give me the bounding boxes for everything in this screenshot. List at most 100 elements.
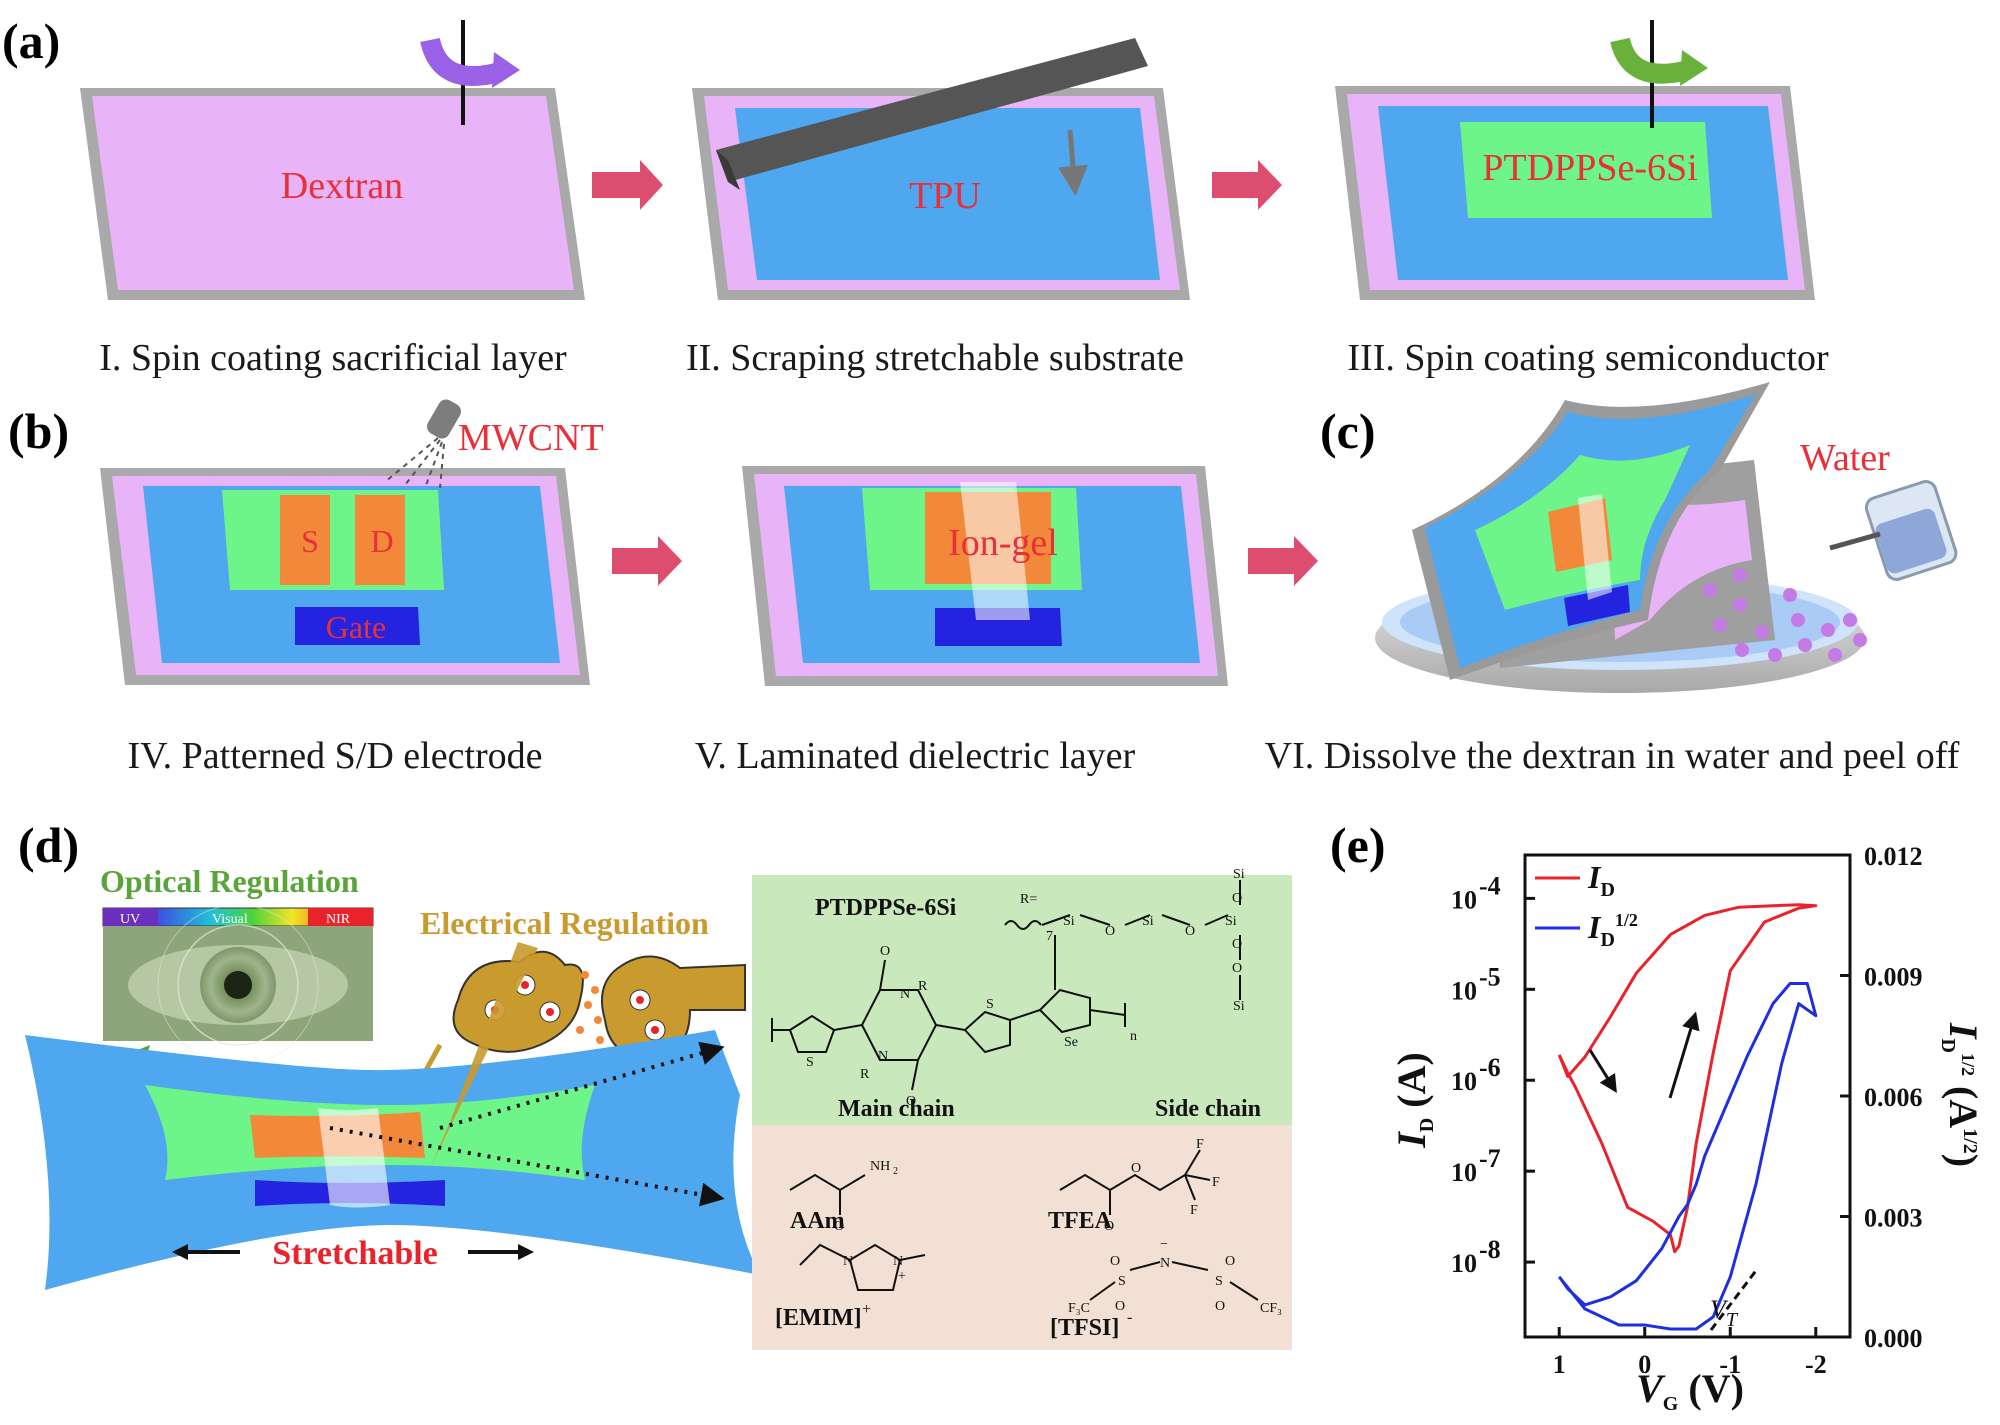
- svg-text:N: N: [878, 1049, 888, 1064]
- polymer-atom-labels: N N R R O O S S Se n 7 Si Si Si Si Si O …: [806, 867, 1245, 1109]
- svg-text:N: N: [1160, 1256, 1170, 1271]
- svg-text:O: O: [1225, 1254, 1235, 1269]
- svg-text:O: O: [1115, 1299, 1125, 1314]
- svg-text:O: O: [906, 1094, 916, 1109]
- stretchable-label: Stretchable: [272, 1235, 438, 1272]
- tfea-label: TFEA: [1048, 1208, 1113, 1234]
- svg-text:O: O: [1232, 937, 1242, 952]
- gate-label: Gate: [326, 609, 386, 645]
- svg-text:2: 2: [893, 1166, 898, 1177]
- y-left-tick-exponent: -4: [1479, 871, 1501, 900]
- svg-text:O: O: [1232, 961, 1242, 976]
- step3-caption: III. Spin coating semiconductor: [1347, 337, 1829, 379]
- svg-text:N: N: [900, 987, 910, 1002]
- step3-substrate: [1335, 20, 1815, 300]
- drain-label: D: [370, 523, 393, 559]
- electrical-regulation-title: Electrical Regulation: [420, 905, 709, 941]
- emim-label: [EMIM]: [775, 1305, 862, 1331]
- step2-substrate: [692, 38, 1190, 300]
- y-right-tick-label: 0.000: [1864, 1324, 1923, 1353]
- main-chain-label: Main chain: [838, 1096, 955, 1122]
- panel-label-b: (b): [8, 403, 69, 459]
- svg-text:Si: Si: [1063, 914, 1075, 929]
- y-right-tick-label: 0.003: [1864, 1204, 1923, 1233]
- x-tick-label: -1: [1719, 1350, 1741, 1379]
- optical-regulation-title: Optical Regulation: [100, 863, 359, 899]
- eye-image: [103, 904, 373, 1066]
- svg-text:S: S: [986, 997, 994, 1012]
- y-left-tick-label: 10: [1451, 885, 1477, 914]
- step6-caption: VI. Dissolve the dextran in water and pe…: [1265, 735, 1960, 777]
- svg-text:F: F: [1190, 1203, 1198, 1218]
- panel-label-a: (a): [2, 13, 60, 69]
- iongel-components-box: NH 2 O O O F F F N N + N − S S O O O O F…: [752, 1125, 1292, 1350]
- series-line-id: [1557, 903, 1818, 1254]
- step2-caption: II. Scraping stretchable substrate: [686, 337, 1184, 379]
- panel-label-e: (e): [1330, 817, 1386, 873]
- y-right-tick-label: 0.009: [1864, 963, 1923, 992]
- y-left-tick-exponent: -8: [1479, 1235, 1501, 1264]
- y-left-tick-label: 10: [1451, 1067, 1477, 1096]
- step5-device: [742, 466, 1228, 686]
- process-arrow-4: [1248, 536, 1318, 586]
- spin-arrow-icon: [420, 37, 503, 86]
- svg-text:O: O: [1131, 1161, 1141, 1176]
- svg-text:F: F: [1212, 1175, 1220, 1190]
- chart-legend: ID ID1/2: [1535, 859, 1638, 951]
- step5-material: Ion-gel: [948, 522, 1058, 564]
- legend-label-sqrt-id: ID1/2: [1587, 909, 1638, 951]
- spray-material: MWCNT: [458, 417, 604, 459]
- iongel-atom-labels: NH 2 O O O F F F N N + N − S S O O O O F…: [834, 1137, 1282, 1316]
- panel-label-d: (d): [18, 817, 79, 873]
- y-left-axis-title: ID (A): [1389, 1052, 1438, 1149]
- process-arrow-2: [1212, 160, 1282, 210]
- y-left-tick-exponent: -7: [1479, 1144, 1501, 1173]
- process-arrow-1: [592, 160, 663, 210]
- svg-text:R: R: [918, 979, 928, 994]
- svg-text:N: N: [843, 1254, 853, 1269]
- step1-caption: I. Spin coating sacrificial layer: [99, 337, 567, 379]
- svg-text:Si: Si: [1142, 914, 1154, 929]
- sweep-backward-arrow: [1668, 1011, 1700, 1099]
- step4-device: [100, 399, 590, 685]
- svg-text:R: R: [860, 1067, 870, 1082]
- iongel-skeletons: [789, 1149, 1259, 1301]
- spin-arrow-icon-2: [1610, 37, 1691, 84]
- svg-text:O: O: [1185, 924, 1195, 939]
- y-left-tick-label: 10: [1451, 1158, 1477, 1187]
- series-line-sqrt-id: [1557, 982, 1818, 1331]
- sweep-forward-arrow: [1588, 1049, 1617, 1094]
- svg-text:O: O: [1215, 1299, 1225, 1314]
- svg-text:F₃C: F₃C: [1068, 1301, 1090, 1316]
- series-layer: [1557, 903, 1818, 1331]
- svg-text:S: S: [806, 1055, 814, 1070]
- svg-text:CF₃: CF₃: [1260, 1301, 1282, 1316]
- svg-text:NH: NH: [870, 1159, 890, 1174]
- synapse-icon: [405, 950, 746, 1075]
- spectrum-bar: UV Visual NIR: [102, 907, 374, 927]
- svg-text:Si: Si: [1233, 867, 1245, 882]
- polymer-skeleton: [771, 880, 1241, 1091]
- y-right-tick-label: 0.012: [1864, 842, 1923, 871]
- y-left-tick-label: 10: [1451, 976, 1477, 1005]
- legend-label-id: ID: [1587, 859, 1615, 901]
- vt-label: VT: [1710, 1295, 1739, 1331]
- step1-material: Dextran: [281, 165, 403, 207]
- svg-text:O: O: [1105, 924, 1115, 939]
- y-right-axis-title: ID1/2 (A1/2): [1937, 1022, 1986, 1167]
- y-left-tick-label: 10: [1451, 1249, 1477, 1278]
- panel-label-c: (c): [1320, 403, 1376, 459]
- x-axis-title: VG (V): [1636, 1366, 1744, 1415]
- svg-text:+: +: [898, 1269, 906, 1284]
- svg-text:Si: Si: [1225, 914, 1237, 929]
- step6-peel-off: [1375, 382, 1958, 693]
- svg-text:S: S: [1215, 1274, 1223, 1289]
- svg-text:S: S: [1118, 1274, 1126, 1289]
- side-chain-label: Side chain: [1155, 1096, 1261, 1122]
- svg-text:O: O: [834, 1219, 844, 1234]
- stretched-device: [25, 942, 760, 1290]
- drain-electrode: [355, 495, 405, 585]
